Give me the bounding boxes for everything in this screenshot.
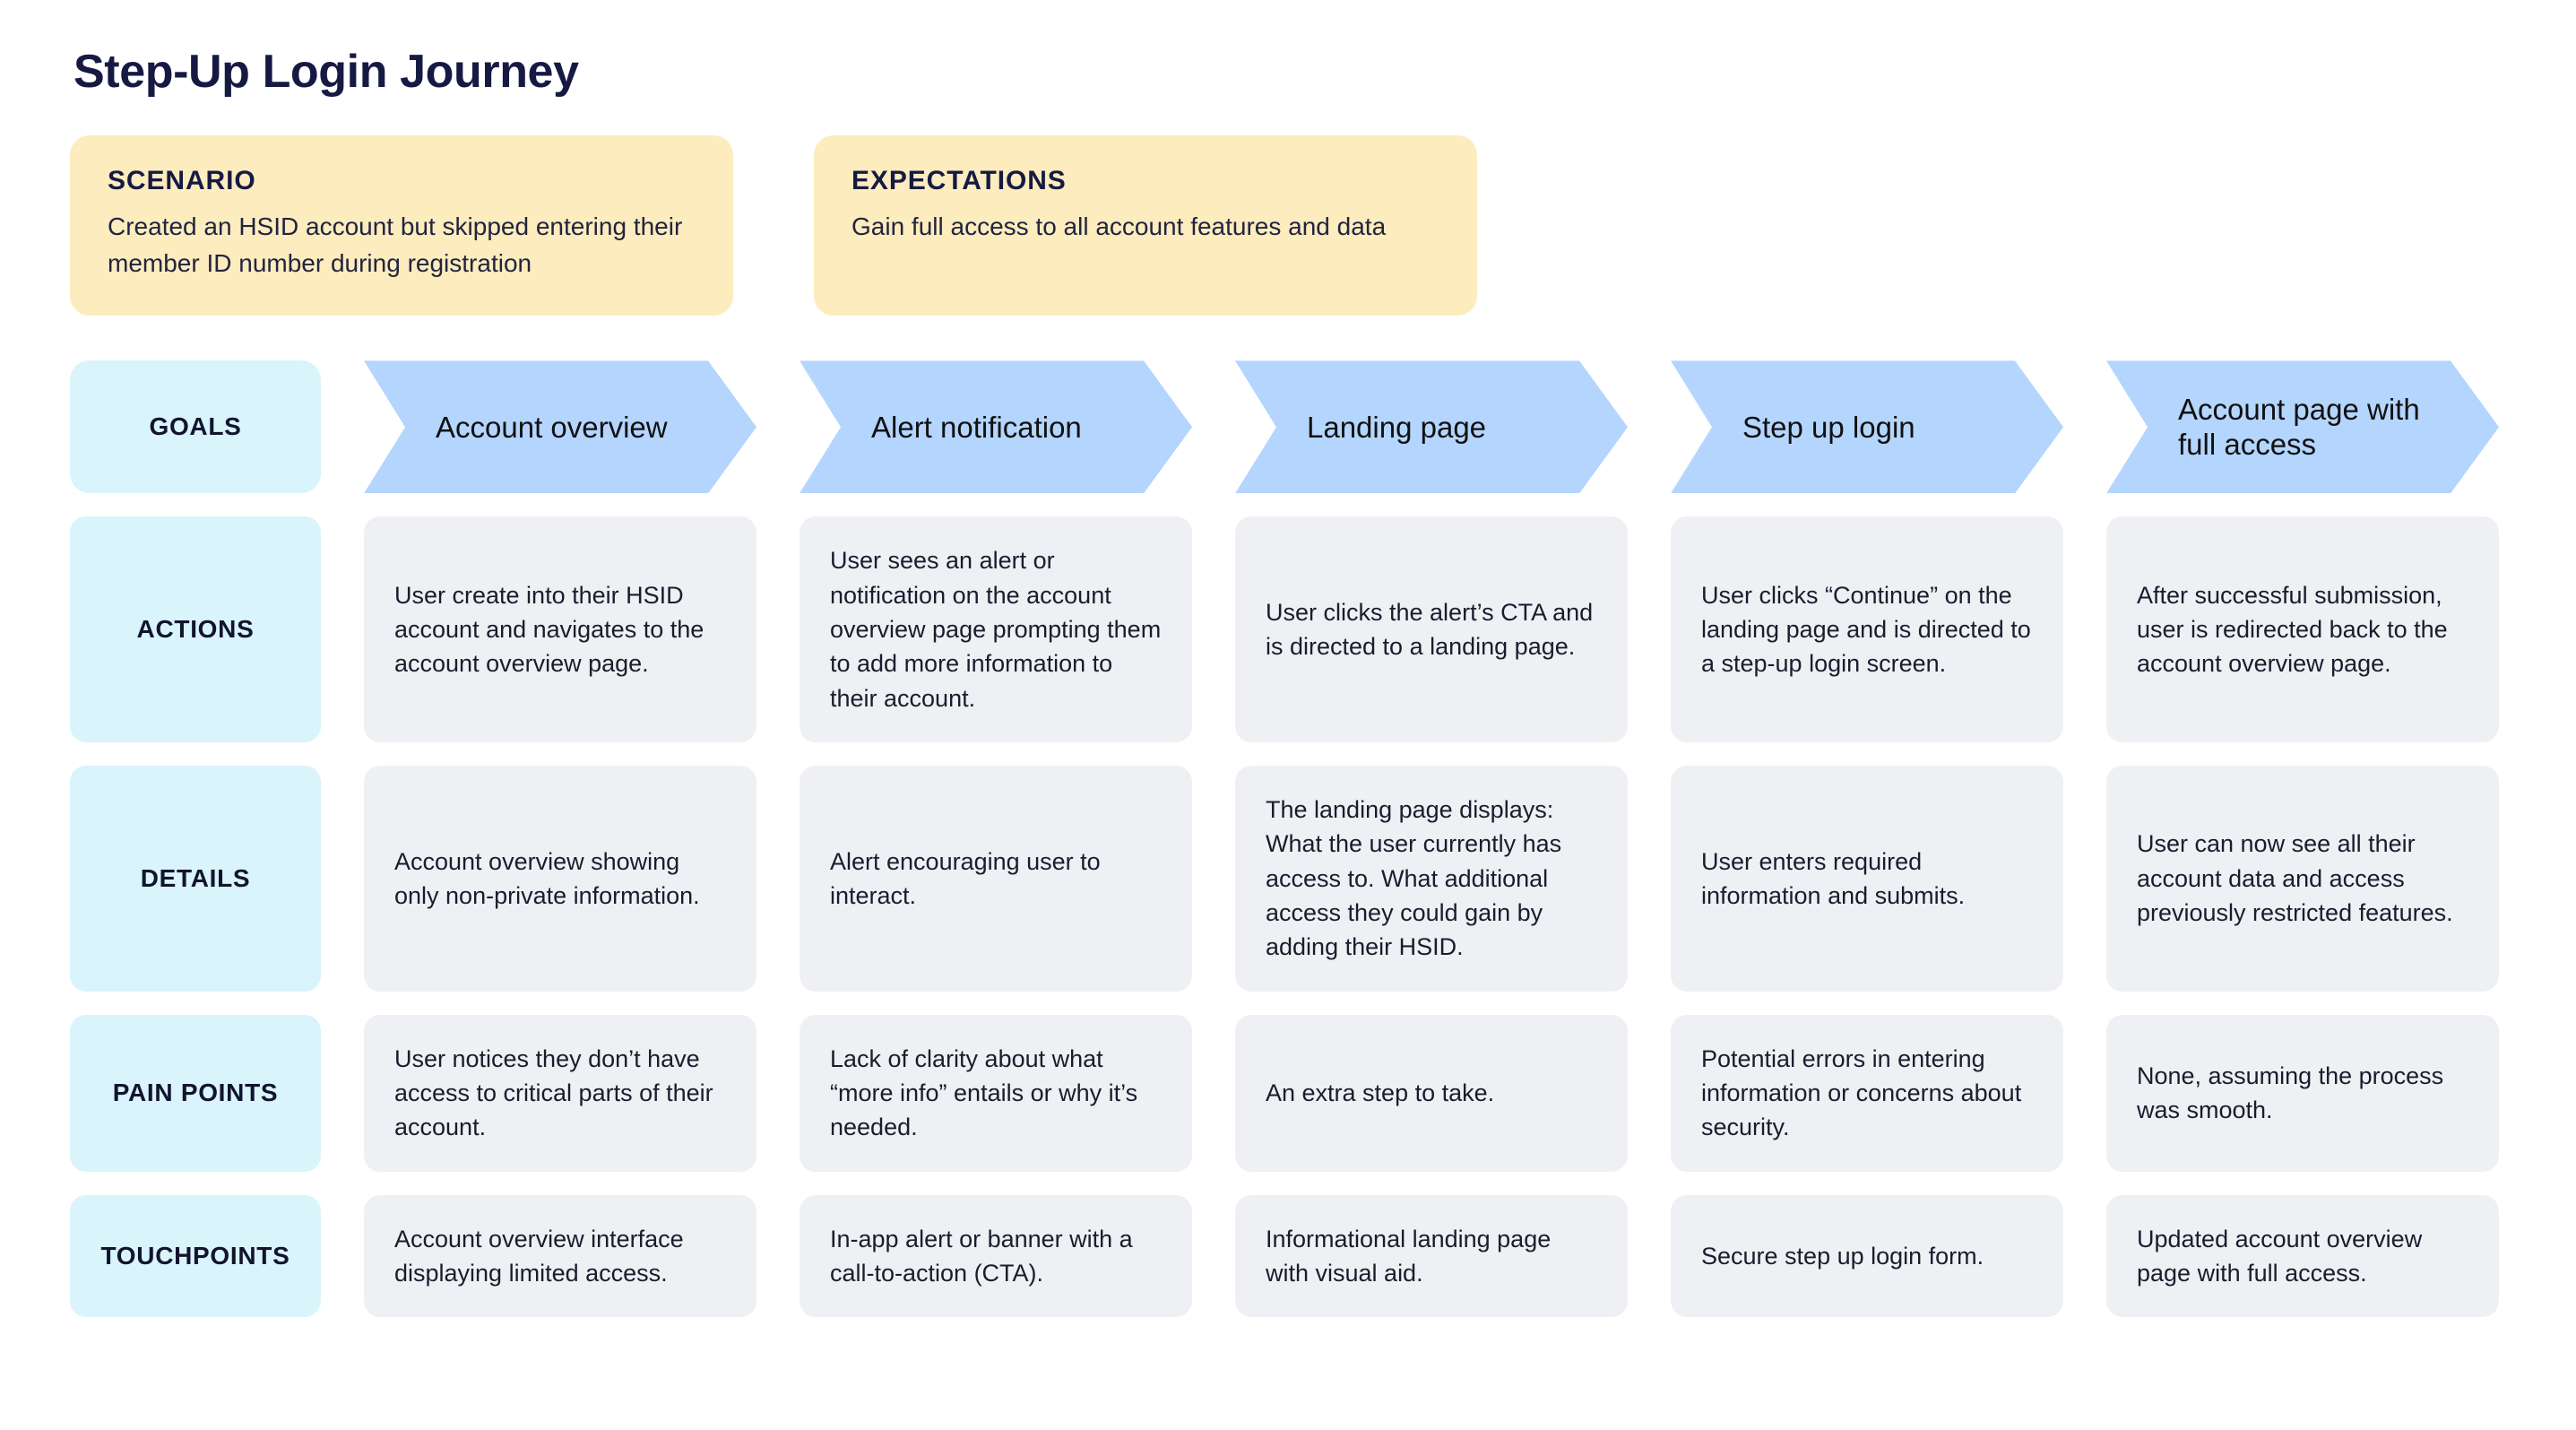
scenario-label: SCENARIO [108,166,256,196]
cell-text: User can now see all their account data … [2137,830,2453,926]
table-cell-touchpoints-5: Updated account overview page with full … [2106,1194,2499,1318]
table-cell-pain-points-1: User notices they don’t have access to c… [364,1014,756,1172]
table-cell-pain-points-4: Potential errors in entering information… [1671,1014,2063,1172]
table-cell-touchpoints-3: Informational landing page with visual a… [1235,1194,1628,1318]
table-cell-touchpoints-2: In-app alert or banner with a call-to-ac… [800,1194,1192,1318]
goal-stage-alert-notification[interactable]: Alert notification [800,360,1192,493]
goal-stage-label: Step up login [1742,410,1915,444]
table-cell-actions-2: User sees an alert or notification on th… [800,516,1192,743]
scenario-text: Created an HSID account but skipped ente… [108,212,683,277]
table-cell-touchpoints-4: Secure step up login form. [1671,1194,2063,1318]
cell-text: The landing page displays: What the user… [1266,796,1562,961]
cell-text: Alert encouraging user to interact. [830,847,1101,909]
expectations-text: Gain full access to all account features… [851,212,1387,241]
scenario-box: SCENARIO Created an HSID account but ski… [70,135,733,316]
row-label-actions: ACTIONS [70,516,321,743]
cell-text: User sees an alert or notification on th… [830,547,1162,712]
expectations-box: EXPECTATIONS Gain full access to all acc… [814,135,1477,316]
table-cell-touchpoints-1: Account overview interface displaying li… [364,1194,756,1318]
row-label-touchpoints: TOUCHPOINTS [70,1194,321,1318]
goal-stage-account-page-full-access[interactable]: Account page with full access [2106,360,2499,493]
cell-text: None, assuming the process was smooth. [2137,1062,2444,1124]
goal-stage-account-overview[interactable]: Account overview [364,360,756,493]
page-title: Step-Up Login Journey [73,46,579,98]
cell-text: User create into their HSID account and … [394,581,705,678]
goal-stage-label: Account page with full access [2178,392,2420,462]
row-label-pain-points: PAIN POINTS [70,1014,321,1172]
table-cell-details-2: Alert encouraging user to interact. [800,766,1192,992]
expectations-label: EXPECTATIONS [851,166,1067,196]
cell-text: User notices they don’t have access to c… [394,1044,713,1141]
info-boxes-row: SCENARIO Created an HSID account but ski… [70,135,2522,316]
cell-text: Lack of clarity about what “more info” e… [830,1044,1138,1141]
journey-grid: GOALS Account overview Alert notificatio… [70,360,2499,1318]
cell-text: Updated account overview page with full … [2137,1225,2423,1287]
table-cell-actions-5: After successful submission, user is red… [2106,516,2499,743]
table-cell-details-5: User can now see all their account data … [2106,766,2499,992]
goal-stage-step-up-login[interactable]: Step up login [1671,360,2063,493]
cell-text: Informational landing page with visual a… [1266,1225,1552,1287]
table-cell-pain-points-5: None, assuming the process was smooth. [2106,1014,2499,1172]
table-cell-actions-1: User create into their HSID account and … [364,516,756,743]
table-cell-actions-4: User clicks “Continue” on the landing pa… [1671,516,2063,743]
table-cell-pain-points-2: Lack of clarity about what “more info” e… [800,1014,1192,1172]
cell-text: Secure step up login form. [1701,1242,1984,1270]
cell-text: Potential errors in entering information… [1701,1044,2022,1141]
row-label-details: DETAILS [70,766,321,992]
cell-text: Account overview showing only non-privat… [394,847,700,909]
cell-text: In-app alert or banner with a call-to-ac… [830,1225,1133,1287]
goal-stage-label: Account overview [436,410,668,444]
goal-stage-label: Landing page [1307,410,1487,444]
cell-text: User enters required information and sub… [1701,847,1966,909]
table-cell-details-1: Account overview showing only non-privat… [364,766,756,992]
cell-text: An extra step to take. [1266,1079,1495,1106]
cell-text: After successful submission, user is red… [2137,581,2448,678]
table-cell-details-4: User enters required information and sub… [1671,766,2063,992]
cell-text: User clicks the alert’s CTA and is direc… [1266,598,1594,661]
row-label-goals: GOALS [70,360,321,494]
table-cell-actions-3: User clicks the alert’s CTA and is direc… [1235,516,1628,743]
goal-stage-landing-page[interactable]: Landing page [1235,360,1628,493]
goal-stage-label: Alert notification [871,410,1082,444]
cell-text: Account overview interface displaying li… [394,1225,684,1287]
table-cell-details-3: The landing page displays: What the user… [1235,766,1628,992]
table-cell-pain-points-3: An extra step to take. [1235,1014,1628,1172]
cell-text: User clicks “Continue” on the landing pa… [1701,581,2031,678]
